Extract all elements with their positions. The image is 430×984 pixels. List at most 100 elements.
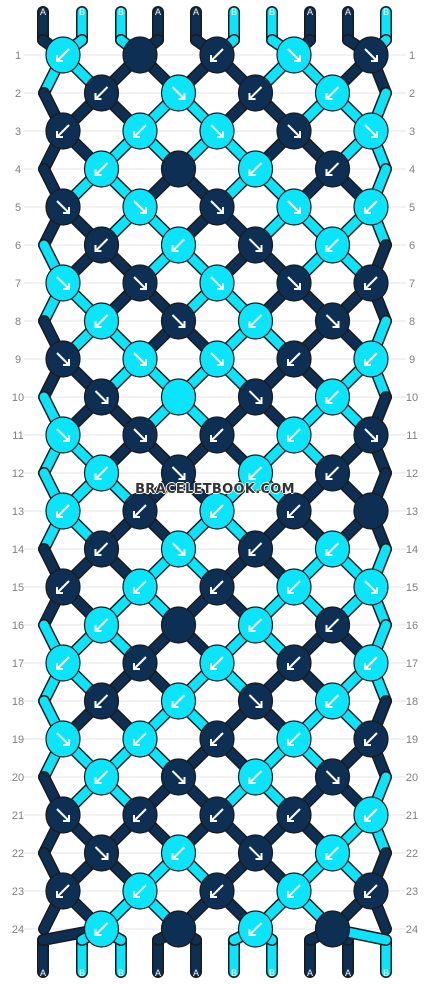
knot-arrow-head [178, 549, 186, 556]
knot-arrow-head [63, 283, 70, 290]
knot-arrow-head [325, 245, 333, 252]
knot-arrow [325, 618, 340, 632]
knot-arrow [133, 276, 147, 290]
knot-arrow [171, 542, 186, 556]
string-label: B [383, 968, 389, 978]
knot-arrow-head [63, 207, 70, 214]
string-label: B [118, 7, 124, 17]
knot-arrow-head [255, 853, 263, 860]
row-number-left: 17 [12, 658, 24, 670]
knot-arrow [248, 466, 263, 480]
knot-arrow-head [287, 663, 294, 670]
knot-arrow-head [325, 701, 333, 708]
knot-arrow [94, 314, 109, 328]
string-label: A [155, 968, 161, 978]
knot-arrow-head [56, 587, 63, 594]
knot-arrow [325, 86, 340, 100]
knot-arrow [171, 314, 186, 328]
knot-arrow [248, 390, 263, 404]
row-number-right: 22 [406, 848, 418, 860]
row-number-left: 15 [12, 582, 24, 594]
knot-arrow [56, 48, 70, 62]
knot-arrow [210, 200, 224, 214]
knot-arrow-head [325, 397, 333, 404]
string-label: A [40, 968, 46, 978]
knot-arrow-head [217, 131, 224, 138]
knot-arrow-head [364, 359, 371, 366]
row-number-right: 5 [409, 202, 415, 214]
knot-arrow [171, 770, 186, 784]
row-number-right: 15 [406, 582, 418, 594]
knot-arrow [133, 732, 147, 746]
knot-arrow [287, 808, 301, 822]
knot-arrow-head [101, 397, 109, 404]
knot-arrow-head [210, 815, 217, 822]
row-number-left: 1 [15, 50, 21, 62]
knot-arrow-head [210, 663, 217, 670]
knot-arrow [248, 846, 263, 860]
knot-arrow [171, 466, 186, 480]
row-number-right: 13 [406, 506, 418, 518]
row-number-left: 9 [15, 354, 21, 366]
knot-arrow-head [171, 701, 179, 708]
knot-arrow-head [140, 359, 147, 366]
row-number-right: 21 [406, 810, 418, 822]
knot-arrow-head [94, 245, 102, 252]
row-number-right: 1 [409, 50, 415, 62]
knot-arrow [56, 200, 70, 214]
knot-arrow-head [56, 131, 63, 138]
knot-arrow [364, 656, 378, 670]
knot-arrow [56, 428, 70, 442]
row-number-right: 9 [409, 354, 415, 366]
knot-arrow-head [94, 473, 102, 480]
knot-arrow-head [325, 549, 333, 556]
knot-arrow [56, 732, 70, 746]
knot-arrow-head [56, 511, 63, 518]
knot-arrow [287, 352, 301, 366]
knot-arrow-head [294, 131, 301, 138]
row-number-right: 11 [406, 430, 417, 442]
knot-arrow [287, 580, 301, 594]
knot-arrow [94, 694, 109, 708]
knot-arrow-head [101, 853, 109, 860]
string-label: A [345, 7, 351, 17]
knot-arrow-head [217, 207, 224, 214]
row-number-left: 14 [12, 544, 24, 556]
knot-arrow [210, 428, 224, 442]
knot-arrow-head [94, 549, 102, 556]
row-number-left: 13 [12, 506, 24, 518]
knot-arrow [171, 238, 186, 252]
row-number-left: 3 [15, 126, 21, 138]
row-number-left: 18 [12, 696, 24, 708]
watermark: BRACELETBOOK.COM [135, 482, 295, 497]
knot-arrow [94, 542, 109, 556]
knot-arrow-head [133, 131, 140, 138]
knot-arrow [248, 238, 263, 252]
knot-arrow [94, 238, 109, 252]
string-label: A [193, 968, 199, 978]
knot-arrow [287, 200, 301, 214]
knot-arrow-head [325, 169, 333, 176]
knot [353, 492, 389, 530]
knot-arrow [364, 580, 378, 594]
knot-arrow-head [287, 815, 294, 822]
knot-arrow [325, 770, 340, 784]
knot-arrow [171, 846, 186, 860]
knot-arrow-head [248, 625, 256, 632]
knot-arrow-head [171, 245, 179, 252]
knot-arrow-head [248, 473, 256, 480]
knot-arrow-head [140, 435, 147, 442]
row-number-left: 8 [15, 316, 21, 328]
string-label: A [307, 968, 313, 978]
row-number-left: 5 [15, 202, 21, 214]
knot-arrow [248, 770, 263, 784]
knot-arrow [133, 884, 147, 898]
knot-arrow [94, 466, 109, 480]
row-number-left: 12 [12, 468, 24, 480]
knot-arrow [133, 656, 147, 670]
row-number-right: 6 [409, 240, 415, 252]
knot-arrow [94, 162, 109, 176]
row-number-right: 16 [406, 620, 418, 632]
